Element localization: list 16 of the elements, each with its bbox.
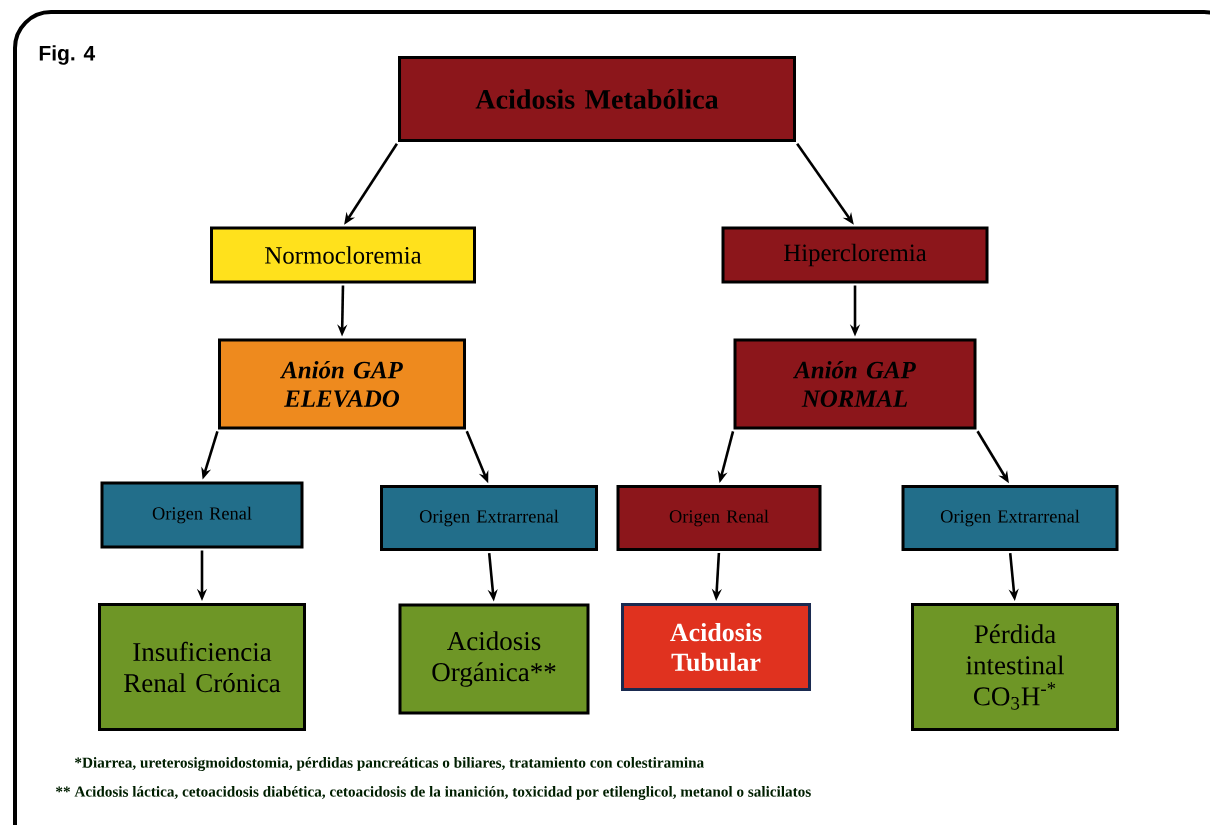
process-box: Origen Renal [100, 481, 304, 549]
result-box: Acidosis Tubular [621, 603, 811, 691]
footnote: *Diarrea, ureterosigmoidostomia, pérdidas pancreáticas o biliares, tratamiento con colestiramina [75, 757, 704, 771]
title-box: Acidosis Metabólica [398, 56, 796, 142]
result-box: Insuficiencia Renal Crónica [98, 603, 306, 731]
process-box: Origen Extrarrenal [901, 485, 1119, 551]
footnote: ** Acidosis láctica, cetoacidosis diabética, cetoacidosis de la inanición, toxicidad por etilenglicol, metanol o salicilatos [56, 786, 811, 800]
process-box: Anión GAP ELEVADO [218, 338, 466, 430]
process-box: Normocloremia [210, 226, 476, 284]
process-box: Hipercloremia [721, 226, 989, 284]
process-box: Origen Renal [616, 485, 822, 551]
result-box: Acidosis Orgánica** [398, 603, 590, 715]
result-box: Pérdida intestinal CO$_{3}$H$^{-*}$ [911, 603, 1119, 731]
process-box: Anión GAP NORMAL [733, 338, 977, 430]
figure-label: Fig. 4 [39, 45, 96, 65]
process-box: Origen Extrarrenal [380, 485, 598, 551]
